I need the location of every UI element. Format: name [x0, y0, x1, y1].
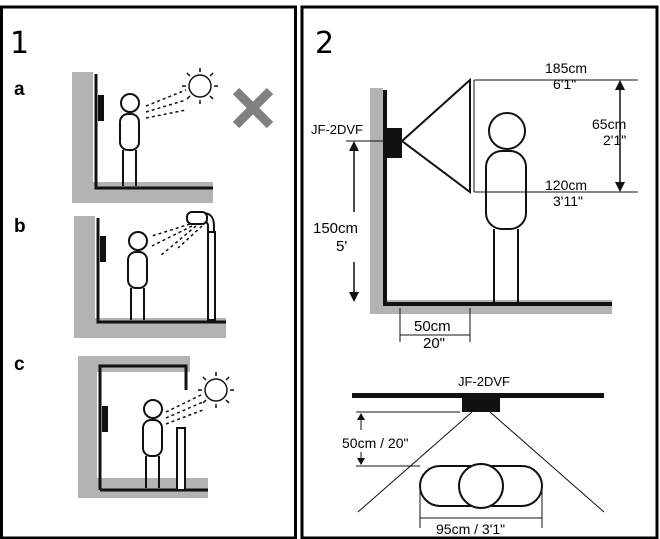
wall-line [94, 74, 213, 190]
wall-shade [78, 356, 208, 498]
camera-view-cone [400, 77, 471, 194]
scene-b-letter: b [14, 216, 26, 237]
intercom-unit [386, 128, 402, 158]
width-dimension [419, 486, 543, 528]
model-label: JF-2DVF [458, 374, 510, 389]
model-label: JF-2DVF [311, 122, 363, 137]
top-height-cm: 185cm [545, 60, 587, 76]
person-top-view [419, 463, 543, 509]
light-rays [145, 89, 187, 119]
bottom-height-cm: 120cm [545, 177, 587, 193]
intercom-unit [100, 236, 106, 262]
side-view: 185cm 6'1" 65cm 2'1" 120cm 3'11" JF-2DVF… [311, 60, 638, 352]
wall-shade [72, 72, 213, 203]
panel-1-frame [0, 5, 297, 539]
sun-icon [182, 68, 218, 104]
view-height-arrow [615, 80, 625, 192]
scene-c: c [14, 354, 234, 498]
light-rays [151, 223, 203, 257]
distance-cm: 50cm [414, 318, 451, 335]
not-allowed-x-icon [232, 87, 274, 129]
mount-height-arrow [349, 141, 359, 302]
panel-2-frame [300, 5, 659, 539]
scene-a-letter: a [14, 79, 25, 100]
intercom-unit [98, 95, 104, 121]
scene-a: a [14, 68, 274, 203]
mount-height-ft: 5' [336, 238, 347, 255]
view-height-ft: 2'1" [603, 132, 626, 148]
height-reference-lines [474, 79, 638, 193]
wall-bar [352, 393, 604, 398]
view-height-cm: 65cm [592, 116, 626, 132]
top-view: JF-2DVF 50cm / 20" 95cm / 3'1" [342, 374, 605, 537]
mount-height-cm: 150cm [313, 220, 358, 237]
sun-icon [198, 372, 234, 408]
panel-2-number: 2 [315, 26, 334, 61]
wall-line [96, 218, 226, 324]
panel-1-number: 1 [10, 26, 29, 61]
light-rays [165, 393, 204, 425]
lamp-post [186, 211, 216, 321]
top-height-ft: 6'1" [553, 76, 576, 92]
wall-and-canopy-line [98, 364, 208, 492]
distance-dimension [399, 308, 471, 342]
top-width: 95cm / 3'1" [436, 521, 505, 537]
gate-post [176, 427, 186, 491]
intercom-unit [462, 397, 500, 412]
person-figure [142, 399, 163, 488]
person-figure [119, 93, 140, 186]
scene-c-letter: c [14, 354, 25, 375]
distance-dimension [356, 411, 460, 467]
intercom-unit [102, 406, 108, 432]
scene-b: b [14, 211, 226, 338]
person-figure [127, 231, 148, 320]
camera-view-cone [357, 411, 605, 513]
top-distance: 50cm / 20" [342, 435, 408, 451]
bottom-height-ft: 3'11" [553, 193, 583, 209]
wall-line [383, 90, 612, 306]
panel-frames [0, 5, 659, 539]
person-figure [485, 112, 527, 304]
wall-shade [74, 216, 226, 338]
distance-ft: 20" [423, 335, 445, 352]
